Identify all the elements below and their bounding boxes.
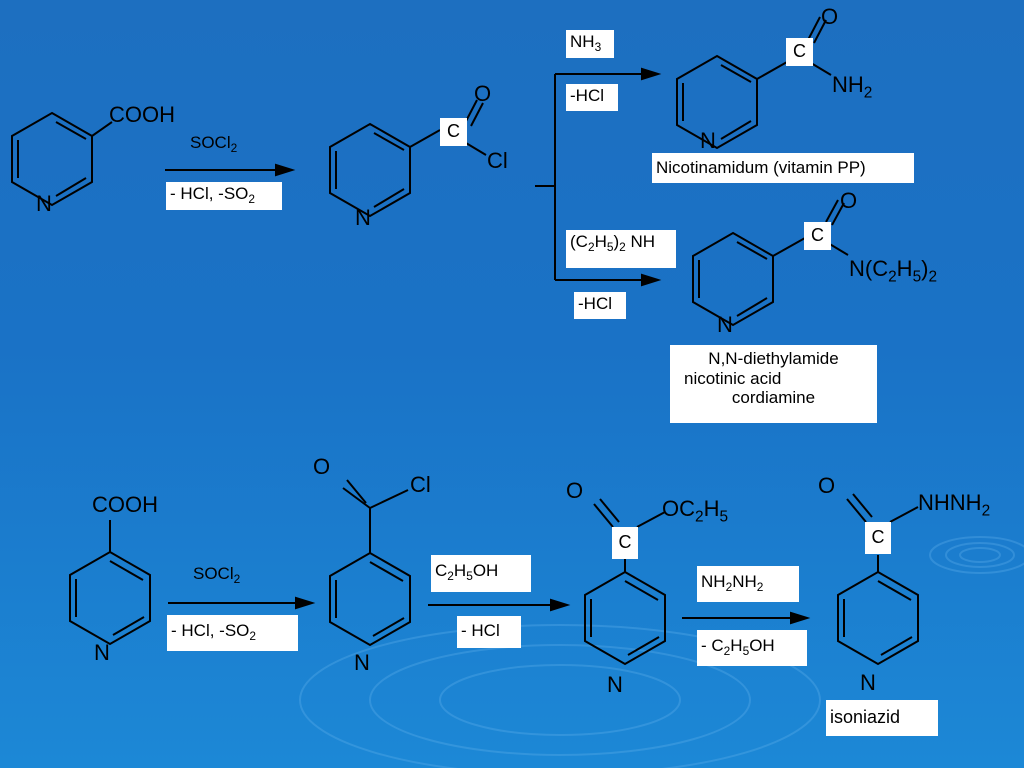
- chlorine-label: Cl: [410, 472, 431, 497]
- carbonyl-oxygen-label: O: [566, 478, 584, 503]
- reagent-ethanol-box: C2H5OH: [431, 555, 531, 592]
- nicotinamide-name-box: Nicotinamidum (vitamin PP): [652, 153, 914, 183]
- ring-nitrogen-label: N: [717, 312, 733, 337]
- cordiamine-line2: nicotinic acid: [684, 368, 782, 388]
- reaction-arrows: [165, 67, 811, 625]
- ring-nitrogen-label: N: [354, 650, 370, 675]
- cooh-label: COOH: [92, 492, 158, 517]
- reagent-hydrazine-box: NH2NH2: [697, 566, 799, 602]
- reagent-nh3-box: NH3: [566, 30, 614, 58]
- chlorine-label: Cl: [487, 148, 508, 173]
- cordiamine-line3: cordiamine: [731, 388, 816, 408]
- ethyl-isonicotinate-ring: [584, 498, 666, 666]
- carbonyl-oxygen-label: O: [818, 473, 836, 498]
- ethoxy-label: OC2H5: [662, 496, 729, 526]
- ring-nitrogen-label: N: [860, 670, 876, 695]
- reagent-socl2: SOCl2: [190, 133, 238, 156]
- cooh-label: COOH: [109, 102, 175, 127]
- carbonyl-oxygen-label: O: [313, 454, 331, 479]
- isoniazid-ring: [837, 493, 919, 666]
- ring-nitrogen-label: N: [36, 191, 52, 216]
- nicotinoyl-chloride-ring: [329, 99, 487, 218]
- nicotinic-acid-ring: [11, 111, 113, 207]
- carbonyl-carbon-box: C: [440, 118, 467, 146]
- ring-nitrogen-label: N: [700, 128, 716, 153]
- isoniazid-name-box: isoniazid: [826, 700, 938, 736]
- carbonyl-oxygen-label: O: [840, 188, 858, 213]
- carbonyl-oxygen-label: O: [474, 81, 492, 106]
- byproduct-box: - HCl: [457, 616, 521, 648]
- cordiamine-ring: [692, 199, 849, 327]
- carbonyl-carbon-box: C: [804, 222, 831, 250]
- nicotinamide-ring: [676, 16, 832, 150]
- reagent-diethylamine-box: (C2H5)2 NH: [566, 230, 676, 268]
- cordiamine-line1: N,N-diethylamide: [708, 349, 839, 368]
- ring-nitrogen-label: N: [607, 672, 623, 697]
- amide-nh2-label: NH2: [832, 72, 873, 102]
- byproduct-box: - C2H5OH: [697, 630, 807, 666]
- reagent-minus-hcl-box: -HCl: [566, 84, 618, 111]
- carbonyl-carbon-box: C: [612, 527, 638, 559]
- byproduct-box: - HCl, -SO2: [167, 615, 298, 651]
- isonicotinoyl-chloride-ring: [329, 479, 411, 647]
- isonicotinic-acid-ring: [69, 520, 151, 646]
- byproduct-box: - HCl, -SO2: [166, 182, 282, 210]
- diethylamino-label: N(C2H5)2: [849, 256, 938, 286]
- cordiamine-name-box: N,N-diethylamide nicotinic acid cordiami…: [670, 345, 877, 423]
- carbonyl-carbon-box: C: [865, 522, 891, 554]
- reagent-socl2: SOCl2: [193, 564, 241, 587]
- ring-nitrogen-label: N: [94, 640, 110, 665]
- carbonyl-carbon-box: C: [786, 38, 813, 66]
- carbonyl-oxygen-label: O: [821, 4, 839, 29]
- hydrazide-label: NHNH2: [918, 490, 991, 520]
- ring-nitrogen-label: N: [355, 205, 371, 230]
- reagent-minus-hcl-box: -HCl: [574, 292, 626, 319]
